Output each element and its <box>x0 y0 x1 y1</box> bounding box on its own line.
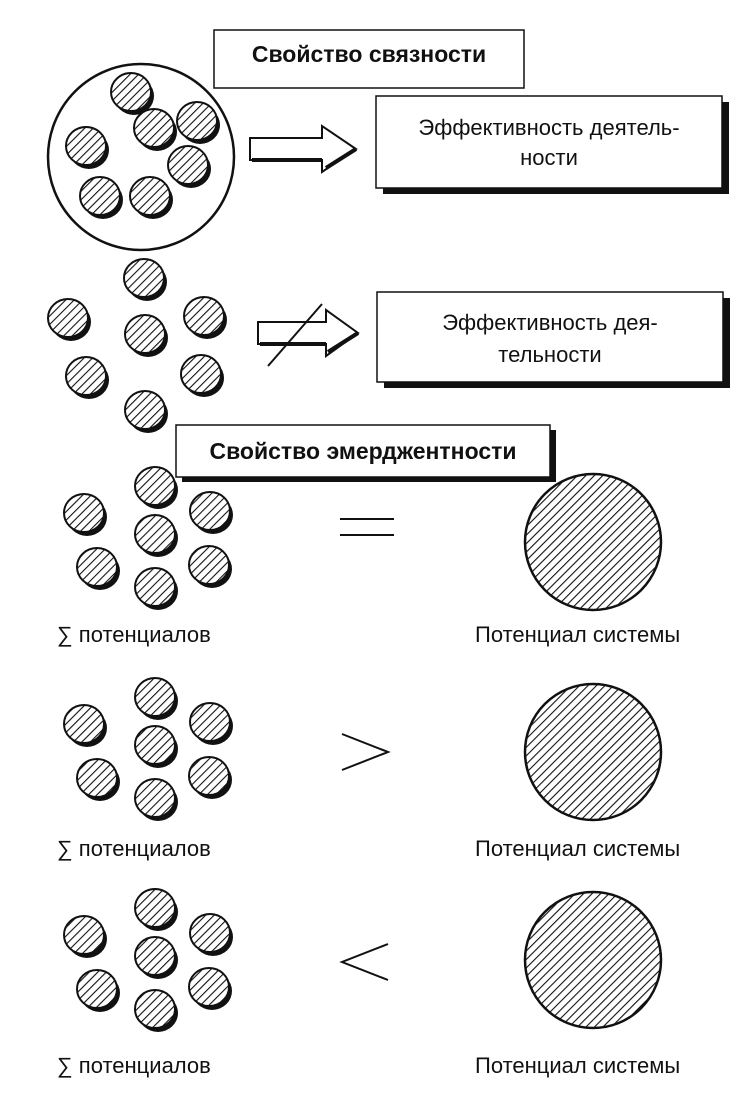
element-ball <box>188 545 232 588</box>
connectivity-title-box: Свойство связности <box>213 29 525 89</box>
effectiveness-box-1-line-1: Эффективность деятель- <box>418 115 679 140</box>
element-ball <box>63 704 107 747</box>
element-ball <box>134 989 178 1032</box>
element-ball <box>176 101 220 144</box>
scattered-group <box>47 258 227 433</box>
effectiveness-box-2-line-2: тельности <box>498 342 601 367</box>
element-ball <box>189 913 233 956</box>
greater-than-icon <box>341 733 391 771</box>
element-ball <box>76 547 120 590</box>
element-ball <box>134 567 178 610</box>
element-ball <box>65 356 109 399</box>
system-potential-circle <box>523 890 663 1030</box>
connectivity-title: Свойство связности <box>252 41 486 67</box>
element-ball <box>63 915 107 958</box>
element-ball <box>76 758 120 801</box>
element-ball <box>134 677 178 720</box>
effectiveness-box-1-line-2: ности <box>520 145 578 170</box>
system-potential-circle <box>523 472 663 612</box>
crossed-arrow-icon <box>257 303 360 367</box>
connected-group <box>46 62 236 252</box>
element-ball <box>124 390 168 433</box>
element-ball <box>134 514 178 557</box>
arrow-right-icon <box>249 124 358 174</box>
system-potential-caption: Потенциал системы <box>475 1053 680 1078</box>
element-ball <box>188 967 232 1010</box>
element-ball <box>133 108 177 151</box>
element-ball <box>134 725 178 768</box>
element-ball <box>180 354 224 397</box>
element-ball <box>123 258 167 301</box>
emergence-title-box: Свойство эмерджентности <box>175 424 556 482</box>
element-ball <box>134 936 178 979</box>
element-ball <box>63 493 107 536</box>
system-potential-circle <box>523 682 663 822</box>
element-ball <box>134 888 178 931</box>
element-ball <box>134 778 178 821</box>
element-ball <box>167 145 211 188</box>
effectiveness-box-2: Эффективность дея- тельности <box>376 291 730 388</box>
element-ball <box>124 314 168 357</box>
element-ball <box>110 72 154 115</box>
element-ball <box>189 491 233 534</box>
element-ball <box>188 756 232 799</box>
element-ball <box>47 298 91 341</box>
effectiveness-box-2-line-1: Эффективность дея- <box>442 310 658 335</box>
element-ball <box>129 176 173 219</box>
emergence-row-greater: ∑ потенциалов Потенциал системы <box>57 677 680 861</box>
emergence-title: Свойство эмерджентности <box>209 438 516 464</box>
sum-potentials-caption: ∑ потенциалов <box>57 622 211 647</box>
system-potential-caption: Потенциал системы <box>475 622 680 647</box>
system-potential-caption: Потенциал системы <box>475 836 680 861</box>
element-ball <box>79 176 123 219</box>
less-than-icon <box>339 943 389 981</box>
emergence-row-less: ∑ потенциалов Потенциал системы <box>57 888 680 1078</box>
sum-potentials-caption: ∑ потенциалов <box>57 1053 211 1078</box>
emergence-row-equal: ∑ потенциалов Потенциал системы <box>57 466 680 647</box>
effectiveness-box-1: Эффективность деятель- ности <box>375 95 729 194</box>
element-ball <box>76 969 120 1012</box>
element-ball <box>134 466 178 509</box>
sum-potentials-caption: ∑ потенциалов <box>57 836 211 861</box>
element-ball <box>65 126 109 169</box>
element-ball <box>183 296 227 339</box>
element-ball <box>189 702 233 745</box>
equals-sign-icon <box>340 518 394 536</box>
